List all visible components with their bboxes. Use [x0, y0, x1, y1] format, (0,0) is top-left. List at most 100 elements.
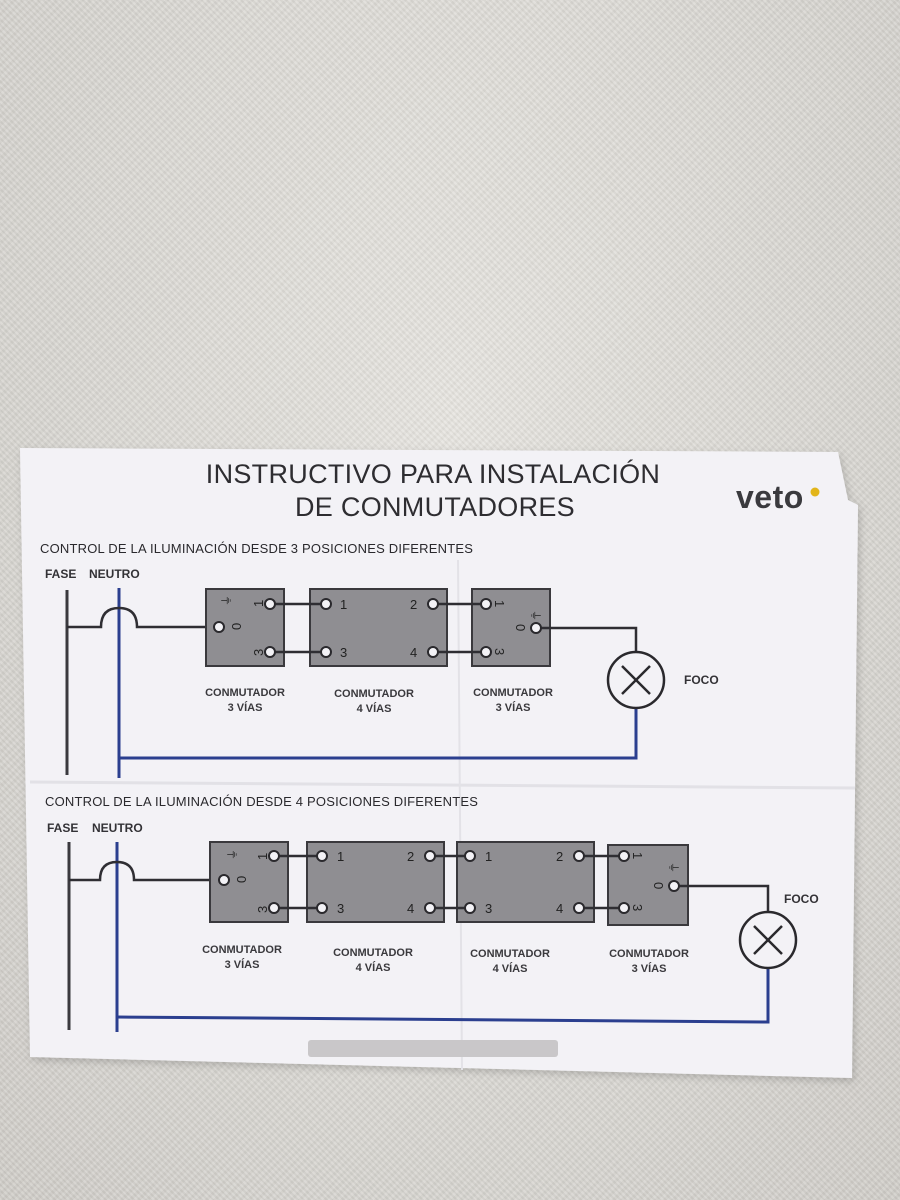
neutro-label: NEUTRO [89, 567, 140, 581]
foco-label: FOCO [684, 673, 719, 687]
terminal-screw [320, 598, 332, 610]
foco-label: FOCO [784, 892, 819, 906]
diagram1-heading: CONTROL DE LA ILUMINACIÓN DESDE 3 POSICI… [40, 541, 474, 556]
terminal-number: 0 [651, 882, 666, 889]
neutro-return-wire [119, 707, 638, 760]
terminal-screw [573, 850, 585, 862]
terminal-screw [618, 902, 630, 914]
terminal-screw [268, 902, 280, 914]
fase-feed-wire [69, 860, 224, 882]
switch-label-ways: 3 VÍAS [224, 959, 260, 971]
terminal-number: 1 [255, 853, 270, 860]
switch-label-type: CONMUTADOR [333, 947, 413, 959]
terminal-number: 4 [407, 901, 414, 916]
ground-symbol: ⏚ [226, 849, 239, 860]
brand-logo: veto [736, 479, 804, 515]
terminal-screw [320, 646, 332, 658]
switch-label-ways: 4 VÍAS [356, 703, 392, 715]
fold-line-horizontal [29, 780, 856, 790]
terminal-number: 1 [630, 852, 645, 859]
switch-label-ways: 4 VÍAS [355, 962, 391, 974]
terminal-number: 1 [492, 600, 507, 607]
terminal-screw [316, 902, 328, 914]
terminal-number: 2 [556, 849, 563, 864]
terminal-screw [480, 646, 492, 658]
terminal-screw [464, 902, 476, 914]
terminal-number: 3 [255, 906, 270, 913]
terminal-screw [427, 646, 439, 658]
fold-line-vertical [457, 559, 463, 1071]
terminal-number: 3 [630, 904, 645, 911]
terminal-screw [530, 622, 542, 634]
terminal-number: 0 [513, 624, 528, 631]
switch-4way-body [309, 588, 448, 667]
neutro-label: NEUTRO [92, 821, 143, 835]
redacted-strip [308, 1040, 558, 1057]
ground-symbol: ⏚ [529, 610, 542, 621]
terminal-number: 3 [485, 901, 492, 916]
switch-label: CONMUTADOR 4 VÍAS [455, 947, 565, 977]
switch-label-type: CONMUTADOR [470, 948, 550, 960]
switch-label-ways: 3 VÍAS [227, 702, 263, 714]
terminal-screw [427, 598, 439, 610]
terminal-number: 1 [251, 600, 266, 607]
page-title-line-2: DE CONMUTADORES [294, 492, 575, 522]
terminal-screw [218, 874, 230, 886]
switch-4way-body [456, 841, 595, 923]
ground-symbol: ⏚ [220, 595, 233, 606]
switch-label-type: CONMUTADOR [334, 688, 414, 700]
lamp-icon [606, 650, 666, 710]
switch-label-type: CONMUTADOR [473, 687, 553, 699]
switch-label-ways: 4 VÍAS [492, 963, 528, 975]
lamp-feed-wire [536, 626, 638, 652]
switch-label: CONMUTADOR 4 VÍAS [318, 946, 428, 976]
terminal-number: 1 [340, 597, 347, 612]
terminal-number: 2 [407, 849, 414, 864]
terminal-number: 0 [234, 876, 249, 883]
switch-label: CONMUTADOR 3 VÍAS [190, 686, 300, 716]
terminal-number: 2 [410, 597, 417, 612]
terminal-number: 4 [410, 645, 417, 660]
terminal-screw [668, 880, 680, 892]
terminal-screw [464, 850, 476, 862]
switch-label-type: CONMUTADOR [609, 948, 689, 960]
switch-label-ways: 3 VÍAS [495, 702, 531, 714]
terminal-screw [424, 902, 436, 914]
lamp-feed-wire [674, 884, 770, 912]
switch-4way-body [306, 841, 445, 923]
fase-label: FASE [47, 821, 79, 835]
switch-label: CONMUTADOR 3 VÍAS [458, 686, 568, 716]
terminal-number: 3 [340, 645, 347, 660]
terminal-screw [264, 598, 276, 610]
terminal-number: 0 [229, 623, 244, 630]
terminal-screw [424, 850, 436, 862]
switch-label: CONMUTADOR 3 VÍAS [594, 947, 704, 977]
terminal-screw [618, 850, 630, 862]
diagram2-heading: CONTROL DE LA ILUMINACIÓN DESDE 4 POSICI… [45, 794, 479, 809]
fase-feed-wire [67, 606, 219, 629]
terminal-screw [480, 598, 492, 610]
terminal-number: 1 [337, 849, 344, 864]
terminal-number: 4 [556, 901, 563, 916]
terminal-screw [213, 621, 225, 633]
switch-label: CONMUTADOR 4 VÍAS [319, 687, 429, 717]
diagram2-wiring: ⏚ ⏚ [67, 841, 798, 1032]
ground-symbol: ⏚ [667, 862, 680, 873]
page-title-line-1: INSTRUCTIVO PARA INSTALACIÓN [205, 459, 661, 489]
fase-label: FASE [45, 567, 77, 581]
terminal-screw [573, 902, 585, 914]
switch-label-type: CONMUTADOR [205, 687, 285, 699]
switch-label-ways: 3 VÍAS [631, 963, 667, 975]
terminal-number: 3 [337, 901, 344, 916]
terminal-number: 3 [492, 648, 507, 655]
terminal-number: 3 [251, 649, 266, 656]
terminal-screw [316, 850, 328, 862]
lamp-icon [738, 910, 798, 970]
neutro-return-wire [116, 968, 770, 1024]
brand-logo-dot [810, 487, 820, 497]
terminal-screw [268, 850, 280, 862]
terminal-number: 1 [485, 849, 492, 864]
terminal-screw [264, 646, 276, 658]
